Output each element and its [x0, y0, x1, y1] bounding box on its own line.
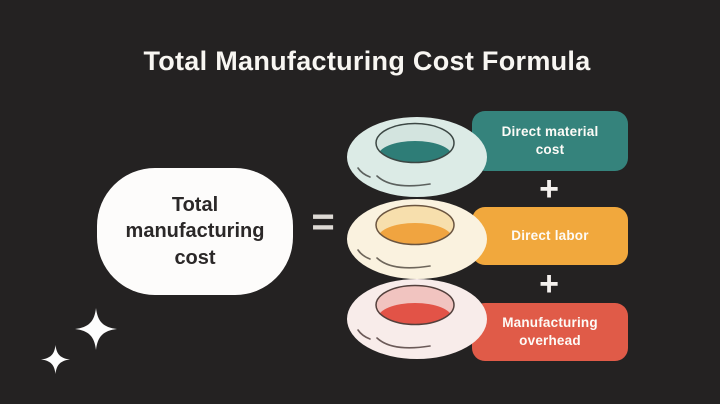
- tape-roll-pink-icon: [347, 279, 487, 359]
- direct-material-cost-label: Direct material cost: [501, 124, 599, 157]
- direct-labor-label: Direct labor: [511, 228, 589, 244]
- tape-accent-line: [376, 257, 431, 269]
- manufacturing-overhead-label: Manufacturing overhead: [502, 315, 598, 348]
- sparkle-icon: [41, 345, 70, 374]
- tape-accent-line: [376, 175, 431, 187]
- tape-accent-line: [357, 329, 371, 340]
- direct-material-cost-box: Direct material cost: [472, 111, 628, 171]
- sparkle-icon: [75, 308, 117, 350]
- plus-sign: +: [539, 264, 559, 303]
- page-title: Total Manufacturing Cost Formula: [143, 46, 591, 76]
- equals-sign: =: [311, 199, 335, 244]
- tape-accent-line: [357, 167, 371, 178]
- manufacturing-overhead-box: Manufacturing overhead: [472, 303, 628, 361]
- plus-sign: +: [539, 169, 559, 208]
- total-cost-bubble: Total manufacturing cost: [97, 168, 293, 295]
- tape-roll-teal-icon: [347, 117, 487, 197]
- tape-accent-line: [357, 249, 371, 260]
- tape-roll-yellow-icon: [347, 199, 487, 279]
- tape-accent-line: [376, 337, 431, 349]
- total-cost-label: Total manufacturing cost: [125, 193, 265, 269]
- direct-labor-box: Direct labor: [472, 207, 628, 265]
